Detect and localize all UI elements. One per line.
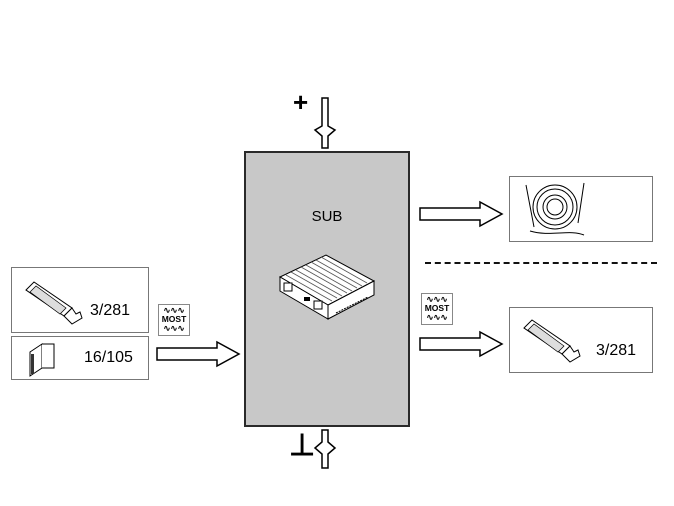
most-wave-top: ∿∿∿	[163, 305, 185, 315]
input-panel-module: 16/105	[11, 336, 149, 380]
input-panel-display: 3/281	[11, 267, 149, 333]
plus-symbol: +	[293, 87, 309, 117]
separator-dashed-line	[425, 262, 657, 264]
output-panel-display: 3/281	[509, 307, 653, 373]
most-wave-top: ∿∿∿	[426, 294, 448, 304]
control-module-icon	[29, 343, 55, 377]
most-wave-bottom: ∿∿∿	[163, 323, 185, 333]
sub-module-box: SUB	[244, 151, 410, 427]
output-arrow-display-icon	[419, 330, 504, 358]
output-arrow-speaker-icon	[419, 200, 504, 228]
subwoofer-speaker-icon	[525, 182, 585, 236]
input-most-bus-badge: ∿∿∿ MOST ∿∿∿	[158, 304, 190, 336]
output-ref: 3/281	[596, 342, 637, 359]
input-ref-2: 16/105	[84, 349, 133, 366]
sub-module-label: SUB	[311, 208, 343, 225]
amplifier-module-icon	[278, 254, 376, 320]
most-wave-bottom: ∿∿∿	[426, 312, 448, 322]
display-unit-icon	[25, 281, 83, 325]
output-panel-speaker	[509, 176, 653, 242]
output-most-bus-badge: ∿∿∿ MOST ∿∿∿	[421, 293, 453, 325]
input-ref-1: 3/281	[90, 302, 131, 319]
ground-arrow-icon	[313, 429, 337, 469]
display-unit-icon	[523, 319, 581, 363]
most-label: MOST	[424, 303, 450, 313]
most-label: MOST	[161, 314, 187, 324]
input-arrow-icon	[156, 340, 241, 368]
power-in-arrow-icon	[313, 97, 337, 149]
ground-symbol: ⊥	[289, 429, 316, 462]
